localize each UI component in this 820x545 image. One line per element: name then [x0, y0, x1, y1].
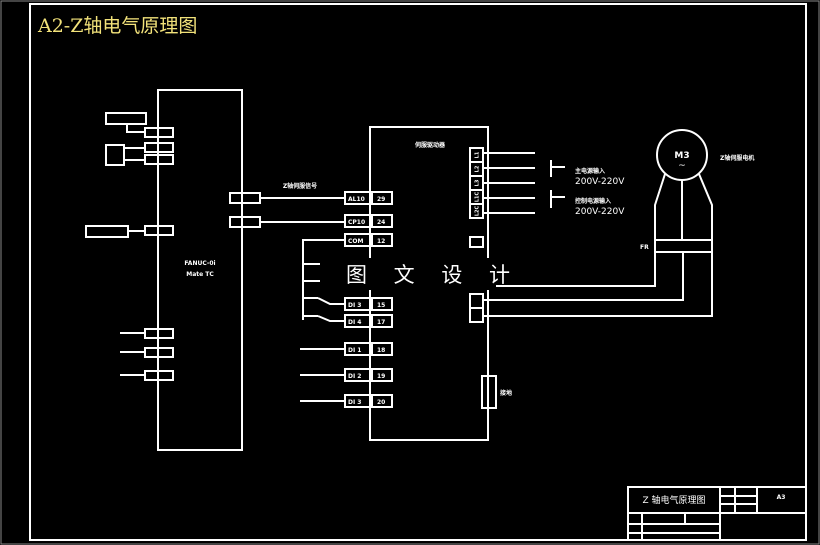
drawing-frame [29, 3, 807, 541]
input-switch-wiring [300, 239, 345, 402]
svg-text:DI 4: DI 4 [348, 319, 361, 326]
controller-label-1: FANUC-0i [184, 260, 215, 267]
signal-label: Z轴伺服信号 [283, 182, 317, 190]
power-terminal-l2: L2 [475, 165, 481, 172]
svg-text:DI 3: DI 3 [348, 399, 361, 406]
thermal-relay-box [654, 239, 713, 253]
main-power-voltage: 200V-220V [575, 177, 625, 187]
driver-label: 伺服驱动器 [414, 141, 446, 149]
main-power-label: 主电源输入 [575, 167, 605, 175]
power-terminal-l1: L1 [475, 151, 481, 158]
terminal-di2: DI 2 19 [344, 368, 393, 382]
motor-ac-symbol: ~ [678, 161, 686, 171]
terminal-cp10: CP10 24 [344, 214, 393, 228]
cnc-controller-box [157, 89, 243, 451]
title-block: Z 轴电气原理图 A3 [627, 486, 807, 541]
title-bg [34, 8, 262, 40]
svg-text:12: 12 [377, 238, 385, 245]
fr-label: FR [640, 244, 649, 251]
ground-label: 接地 [499, 389, 512, 397]
svg-text:18: 18 [377, 347, 385, 354]
ground-terminal [481, 375, 497, 409]
power-terminal-l1c: L1C [475, 192, 481, 203]
watermark: 图 文 设 计 [346, 263, 520, 287]
motor-terminal-strip [469, 293, 484, 323]
svg-text:20: 20 [377, 399, 385, 406]
drawing-title: A2-Z轴电气原理图 [37, 15, 197, 37]
terminal-di1: DI 1 18 [344, 342, 393, 356]
terminal-di4: DI 4 17 [344, 314, 393, 328]
svg-text:19: 19 [377, 373, 385, 380]
svg-text:29: 29 [377, 196, 385, 203]
svg-text:CP10: CP10 [348, 219, 365, 226]
terminal-di3a: DI 3 15 [344, 297, 393, 311]
terminal-com: COM 12 [344, 233, 393, 247]
power-terminal-strip: L1 L2 L3 L1C L2C [469, 147, 565, 248]
power-terminal-l2c: L2C [475, 206, 481, 217]
controller-connectors [229, 192, 345, 228]
controller-label-2: Mate TC [186, 271, 214, 278]
svg-text:COM: COM [348, 238, 364, 245]
driver-signal-terminals: AL10 29 CP10 24 COM 12 DI 3 15 DI 4 17 DI 1 18… [344, 191, 393, 408]
control-power-label: 控制电源输入 [575, 197, 611, 205]
watermark-bg [322, 258, 490, 290]
svg-text:DI 1: DI 1 [348, 347, 361, 354]
controller-io-terminals [85, 112, 174, 381]
terminal-al10: AL10 29 [344, 191, 393, 205]
svg-text:24: 24 [377, 219, 385, 226]
svg-text:17: 17 [377, 319, 385, 326]
terminal-di3b: DI 3 20 [344, 394, 393, 408]
svg-text:DI 3: DI 3 [348, 302, 361, 309]
svg-text:AL10: AL10 [348, 196, 365, 203]
motor-name: M3 [674, 151, 689, 161]
control-power-voltage: 200V-220V [575, 207, 625, 217]
svg-text:DI 2: DI 2 [348, 373, 361, 380]
motor-wiring [483, 252, 713, 317]
title-block-name: Z 轴电气原理图 [642, 494, 705, 506]
title-block-sheet: A3 [777, 494, 786, 501]
svg-text:15: 15 [377, 302, 385, 309]
motor-label: Z轴伺服电机 [720, 154, 754, 162]
power-terminal-l3: L3 [475, 179, 481, 186]
